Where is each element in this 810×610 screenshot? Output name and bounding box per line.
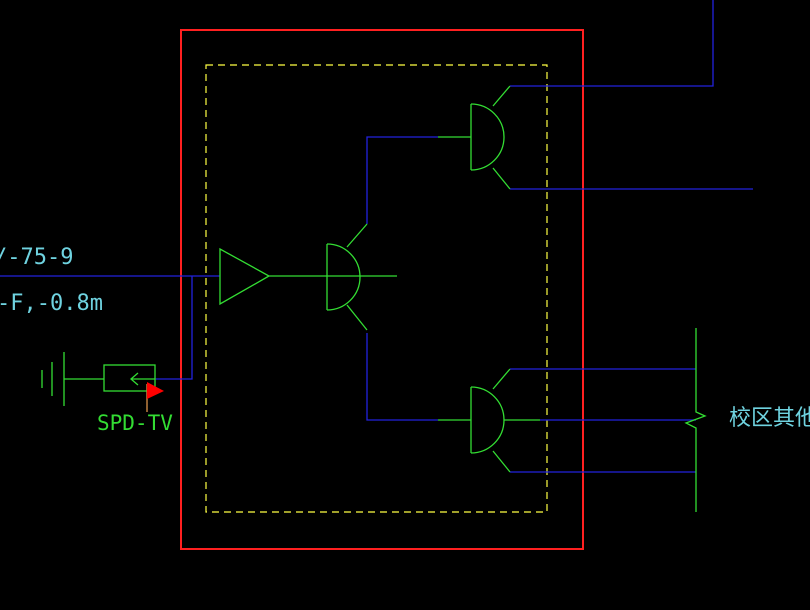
spd-connection	[155, 276, 193, 380]
laying-label: -F,-0.8m	[0, 291, 103, 316]
cable-to-top-right	[510, 0, 714, 87]
amplifier-symbol	[219, 247, 271, 306]
cable-lines	[0, 0, 753, 473]
device-symbols	[41, 85, 707, 512]
spd-label: SPD-TV	[97, 411, 173, 435]
bus-bar-break	[684, 328, 707, 512]
cable-trunk-to-lower-splitter	[366, 333, 438, 421]
cabinet-border	[180, 29, 584, 550]
cable-trunk-to-upper-splitter	[366, 136, 438, 224]
surge-protector-symbol	[64, 364, 156, 392]
destination-label: 校区其他楼	[729, 406, 810, 431]
splitter-2	[438, 85, 511, 190]
ground-symbol	[41, 352, 65, 406]
red-flag-marker	[146, 382, 164, 412]
splitter-3	[438, 368, 540, 473]
cable-type-label: /-75-9	[0, 245, 73, 270]
splitter-1	[326, 223, 397, 331]
inner-enclosure-dashed	[205, 64, 548, 513]
